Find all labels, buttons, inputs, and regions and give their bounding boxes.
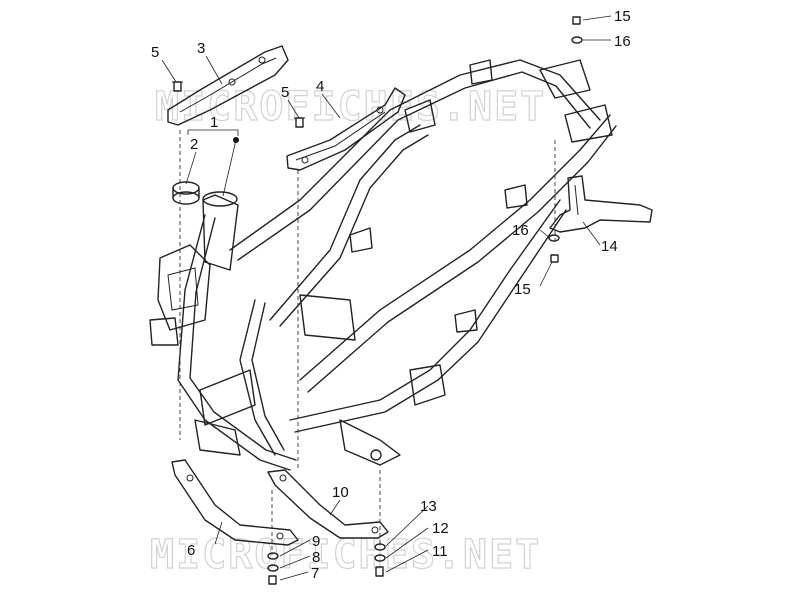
callout-13: 13 [420, 498, 437, 515]
callout-6: 6 [187, 542, 195, 559]
watermark-bottom: MICROFICHES.NET [150, 532, 541, 578]
callout-9: 9 [312, 533, 320, 550]
callout-7: 7 [311, 565, 319, 582]
callout-15: 15 [514, 281, 531, 298]
part-10-lower-bracket [267, 469, 389, 539]
callout-16: 16 [512, 222, 529, 239]
fasteners [172, 16, 583, 585]
assembly-lines [179, 130, 556, 555]
part-14-rear-bracket [549, 175, 653, 233]
leader-lines [161, 15, 612, 581]
scooter-frame [149, 59, 617, 471]
callout-4: 4 [316, 78, 324, 95]
part-2-steering-bushing [172, 181, 200, 205]
callout-3: 3 [197, 40, 205, 57]
callout-11: 11 [432, 543, 448, 560]
callout-labels: 1 2 3 4 5 5 6 7 8 9 10 11 12 13 14 15 15… [151, 8, 631, 582]
callout-5: 5 [151, 44, 159, 61]
callout-1: 1 [210, 114, 218, 131]
part-6-lower-bracket [171, 459, 299, 546]
callout-14: 14 [601, 238, 618, 255]
callout-16: 16 [614, 33, 631, 50]
callout-10: 10 [332, 484, 349, 501]
callout-12: 12 [432, 520, 449, 537]
callout-5: 5 [281, 84, 289, 101]
callout-8: 8 [312, 549, 320, 566]
watermark-top: MICROFICHES.NET [155, 84, 546, 130]
part-3-footrest-bracket [167, 45, 289, 126]
callout-15: 15 [614, 8, 631, 25]
part-4-footrest-bracket [286, 87, 406, 171]
callout-2: 2 [190, 136, 198, 153]
